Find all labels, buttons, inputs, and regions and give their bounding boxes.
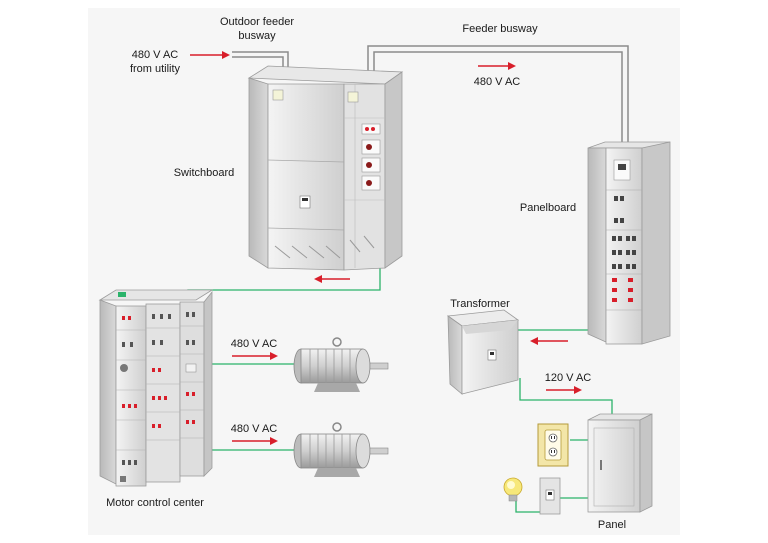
- feeder-busway-label: Feeder busway: [462, 23, 538, 35]
- motor-control-center: [98, 289, 214, 487]
- breaker-indicator-icon: [365, 127, 369, 131]
- secondary-voltage-label: 120 V AC: [545, 372, 592, 384]
- outdoor-busway-label: busway: [238, 30, 276, 42]
- utility-source-label: from utility: [130, 63, 181, 75]
- mcc-label: Motor control center: [106, 497, 204, 509]
- transformer: [446, 309, 520, 395]
- panel: [587, 413, 653, 513]
- cable-transformer-to-panel: [519, 378, 613, 418]
- duplex-receptacle-icon: [537, 423, 569, 467]
- light-bulb-icon: [503, 477, 523, 502]
- flow-arrow-icon: [232, 437, 278, 445]
- flow-arrow-icon: [314, 275, 350, 283]
- electric-motor-icon: [293, 422, 389, 477]
- feeder-busway: [367, 45, 629, 145]
- flow-arrow-icon: [232, 352, 278, 360]
- flow-arrow-icon: [546, 386, 582, 394]
- switchboard: [247, 65, 404, 271]
- outdoor-feeder-busway: [232, 51, 289, 70]
- electric-motor-icon: [293, 337, 389, 392]
- panel-label: Panel: [598, 519, 626, 531]
- panelboard: [587, 141, 671, 345]
- wall-switch-icon: [539, 477, 561, 515]
- transformer-label: Transformer: [450, 298, 510, 310]
- motor-1-voltage-label: 480 V AC: [231, 338, 278, 350]
- motor-2-voltage-label: 480 V AC: [231, 423, 278, 435]
- outdoor-feeder-label: Outdoor feeder: [220, 16, 294, 28]
- cable-panel-to-switch-lamp: [515, 497, 590, 513]
- flow-arrow-icon: [530, 337, 568, 345]
- panelboard-label: Panelboard: [520, 202, 576, 214]
- utility-voltage-label: 480 V AC: [132, 49, 179, 61]
- feeder-voltage-label: 480 V AC: [474, 76, 521, 88]
- flow-arrow-icon: [190, 51, 230, 59]
- switchboard-label: Switchboard: [174, 167, 235, 179]
- flow-arrow-icon: [478, 62, 516, 70]
